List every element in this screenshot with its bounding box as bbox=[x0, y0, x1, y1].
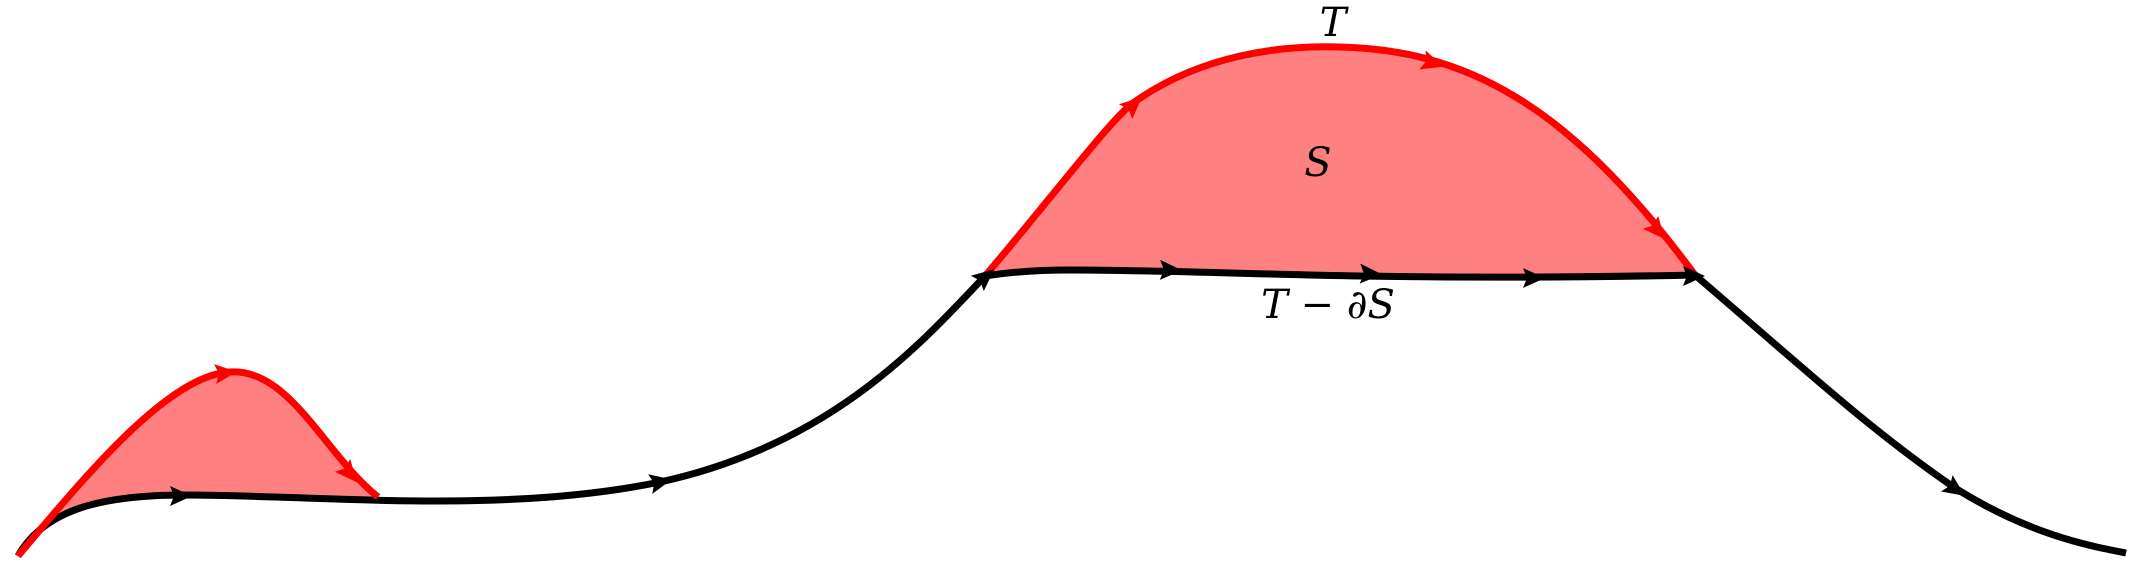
arrowhead-icon bbox=[1683, 266, 1705, 286]
arrowhead-icon bbox=[1419, 50, 1444, 70]
arrowhead-icon bbox=[1159, 259, 1182, 280]
black-chain-curve bbox=[14, 266, 2127, 558]
arrowhead-icon bbox=[1359, 263, 1382, 284]
label-bottom-curve: T − ∂S bbox=[1261, 282, 1395, 328]
arrowhead-icon bbox=[1642, 215, 1665, 240]
large-red-boundary bbox=[982, 43, 1698, 279]
arrowhead-icon bbox=[170, 486, 192, 506]
label-top-curve: T bbox=[1320, 0, 1350, 46]
arrowhead-icon bbox=[1941, 475, 1965, 496]
arrowheads bbox=[170, 50, 1965, 506]
arrowhead-icon bbox=[1118, 96, 1142, 120]
large-region-fill bbox=[985, 46, 1695, 278]
arrowhead-icon bbox=[648, 474, 672, 494]
arrowhead-icon bbox=[970, 269, 995, 292]
arrowhead-icon bbox=[334, 458, 357, 483]
label-region: S bbox=[1304, 140, 1331, 186]
arrowhead-icon bbox=[214, 364, 237, 384]
arrowhead-icon bbox=[1523, 268, 1545, 288]
small-region-fill bbox=[18, 371, 378, 556]
